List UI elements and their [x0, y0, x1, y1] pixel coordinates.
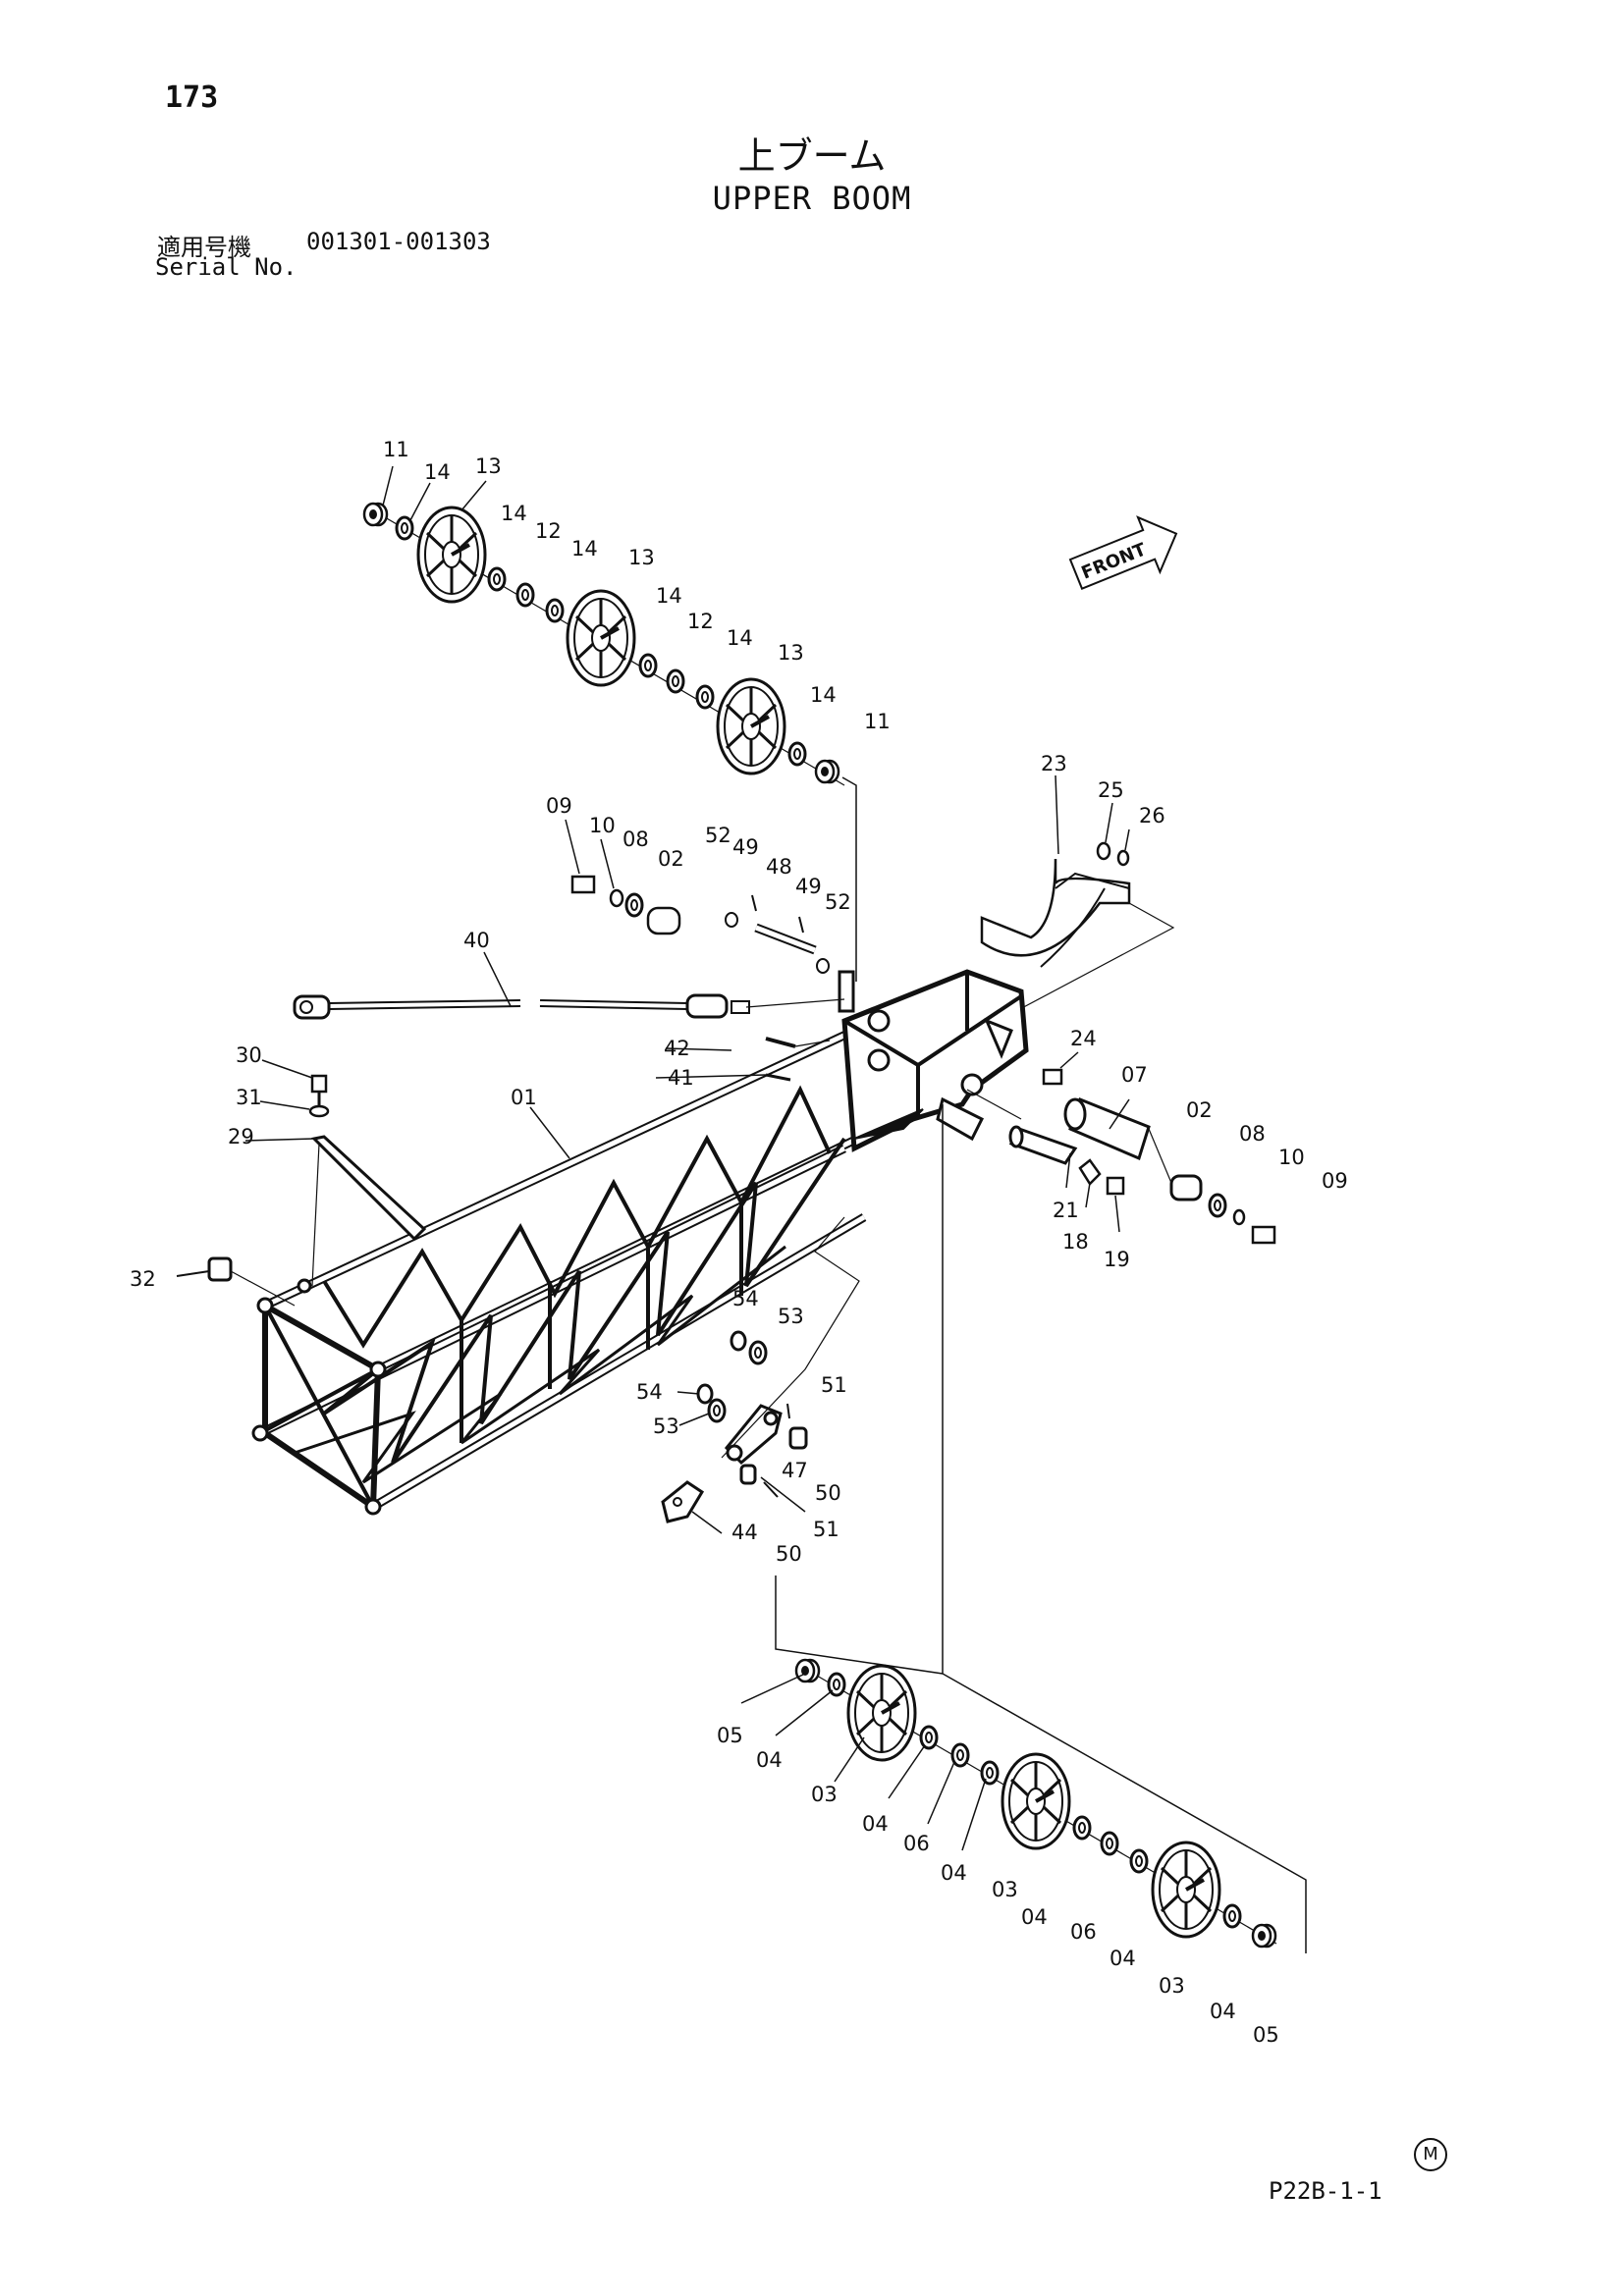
callout-03: 03 [811, 1783, 838, 1806]
callout-04: 04 [862, 1812, 889, 1836]
linkage-group [661, 1216, 860, 1523]
callout-14: 14 [727, 626, 753, 650]
lower-sheave-group [794, 1658, 1277, 1949]
callout-32: 32 [130, 1267, 156, 1291]
callout-04: 04 [756, 1748, 783, 1772]
lattice-boom [251, 1026, 900, 1516]
page-title-jp: 上ブーム [737, 134, 887, 178]
callout-54: 54 [732, 1287, 759, 1310]
callout-49: 49 [732, 835, 759, 859]
callout-14: 14 [656, 584, 682, 608]
callout-13: 13 [628, 546, 655, 569]
callout-04: 04 [941, 1861, 967, 1885]
callout-29: 29 [228, 1125, 254, 1148]
callout-25: 25 [1098, 778, 1124, 802]
callout-19: 19 [1104, 1248, 1130, 1271]
registered-mark: M [1414, 2138, 1447, 2171]
callout-04: 04 [1021, 1905, 1048, 1929]
callout-49: 49 [795, 875, 822, 898]
page-title-en: UPPER BOOM [712, 180, 912, 217]
callout-47: 47 [782, 1459, 808, 1482]
upper-pin-group [570, 875, 830, 974]
callout-18: 18 [1062, 1230, 1089, 1254]
callout-02: 02 [1186, 1098, 1213, 1122]
upper-sheave-group [362, 502, 857, 982]
tie-rod [293, 993, 845, 1020]
callout-leaders [244, 465, 1130, 1851]
callout-14: 14 [810, 683, 837, 707]
callout-52: 52 [825, 890, 851, 914]
callout-11: 11 [383, 438, 409, 461]
callout-53: 53 [653, 1415, 679, 1438]
callout-12: 12 [687, 610, 714, 633]
bracket-23 [980, 841, 1175, 1012]
callout-52: 52 [705, 824, 731, 847]
callout-40: 40 [463, 929, 490, 952]
part-32 [176, 1256, 296, 1307]
callout-09: 09 [1322, 1169, 1348, 1193]
callout-08: 08 [623, 828, 649, 851]
callout-54: 54 [636, 1380, 663, 1404]
callout-05: 05 [717, 1724, 743, 1747]
callout-07: 07 [1121, 1063, 1148, 1087]
callout-04: 04 [1110, 1947, 1136, 1970]
callout-41: 41 [668, 1066, 694, 1090]
page-number: 173 [165, 80, 219, 115]
callout-03: 03 [992, 1878, 1018, 1901]
serial-label-en: Serial No. [155, 253, 298, 281]
callout-31: 31 [236, 1086, 262, 1109]
callout-14: 14 [424, 460, 451, 484]
boom-head [838, 969, 1029, 1152]
callout-23: 23 [1041, 752, 1067, 775]
callout-05: 05 [1253, 2023, 1279, 2047]
callout-06: 06 [1070, 1920, 1097, 1944]
callout-labels: 11 14 13 14 12 14 13 14 12 14 13 14 11 2… [130, 438, 1348, 2047]
callout-48: 48 [766, 855, 792, 879]
callout-14: 14 [501, 502, 527, 525]
callout-50: 50 [815, 1481, 841, 1505]
callout-11: 11 [864, 710, 891, 733]
callout-24: 24 [1070, 1027, 1097, 1050]
parts-29-30-31 [308, 1074, 427, 1287]
callout-26: 26 [1139, 804, 1165, 828]
callout-50: 50 [776, 1542, 802, 1566]
pins-41-42 [765, 1037, 831, 1082]
callout-10: 10 [589, 814, 616, 837]
callout-09: 09 [546, 794, 572, 818]
callout-13: 13 [475, 454, 502, 478]
drawing-code: P22B-1-1 [1269, 2177, 1382, 2205]
callout-12: 12 [535, 519, 562, 543]
callout-14: 14 [571, 537, 598, 561]
callout-53: 53 [778, 1305, 804, 1328]
callout-06: 06 [903, 1832, 930, 1855]
callout-10: 10 [1278, 1146, 1305, 1169]
callout-01: 01 [511, 1086, 537, 1109]
right-pin-group [966, 1068, 1276, 1245]
callout-51: 51 [821, 1373, 847, 1397]
callout-13: 13 [778, 641, 804, 665]
serial-label-jp: 適用号機 [157, 234, 251, 261]
callout-44: 44 [731, 1521, 758, 1544]
callout-42: 42 [664, 1037, 690, 1060]
callout-03: 03 [1159, 1974, 1185, 1998]
callout-51: 51 [813, 1518, 839, 1541]
callout-04: 04 [1210, 2000, 1236, 2023]
callout-21: 21 [1053, 1199, 1079, 1222]
callout-02: 02 [658, 847, 684, 871]
callout-08: 08 [1239, 1122, 1266, 1146]
front-arrow: FRONT [1068, 515, 1178, 590]
callout-30: 30 [236, 1043, 262, 1067]
serial-range: 001301-001303 [306, 228, 491, 255]
